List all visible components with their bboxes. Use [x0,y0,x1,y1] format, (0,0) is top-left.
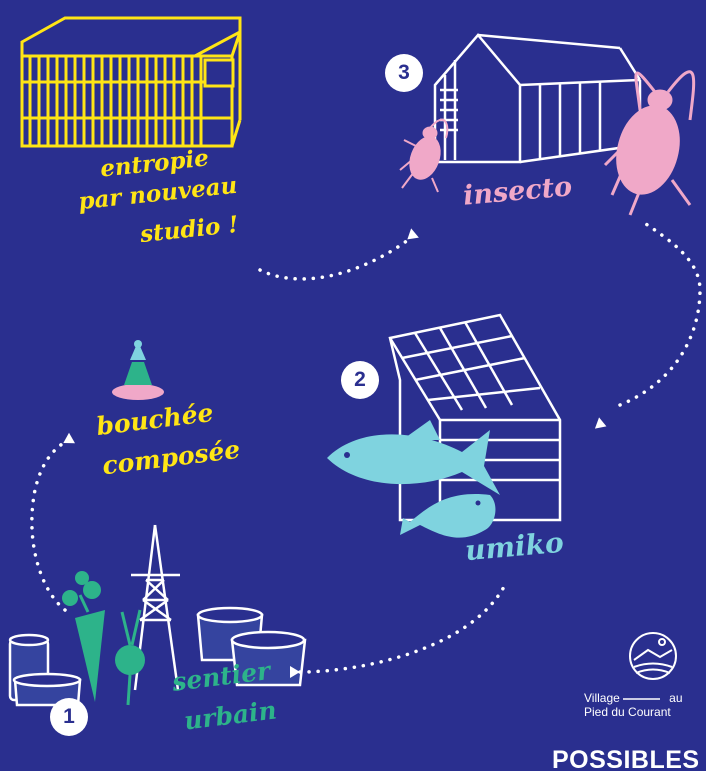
step-number-3: 3 [385,54,423,92]
fish-icon [400,494,496,538]
step-number-1: 1 [50,698,88,736]
carrot-icon [62,571,105,702]
possibles-brand: POSSIBLES [552,746,700,774]
village-line-2: Pied du Courant [584,705,671,719]
arrow-1-to-2-head [290,666,300,678]
beetle-icon [603,70,696,216]
fish-icon [327,420,500,495]
village-word: Village [584,691,620,705]
greenhouse-icon [388,313,562,522]
arrow-1-to-bouchee [30,438,70,612]
bowl-dish-icon [112,340,164,400]
village-logo-icon [629,632,677,680]
flow-arrows [30,218,702,678]
container-icon [20,16,242,148]
village-au: au [669,691,683,705]
pot-icon [196,606,307,687]
village-line-1: Village au [584,692,683,705]
arrow-3-to-entropie [258,238,410,281]
pylon-icon [131,524,180,691]
pot-icon [8,633,82,707]
beetle-icon [399,118,449,193]
arrow-2-to-3 [618,218,702,407]
arrow-3-to-entropie-head [407,228,419,240]
step-number-2: 2 [341,361,379,399]
arrow-1-to-bouchee-head [63,432,75,444]
label-umiko: umiko [463,525,565,568]
beet-icon [115,609,145,706]
arrow-2-to-3-head [594,417,607,429]
